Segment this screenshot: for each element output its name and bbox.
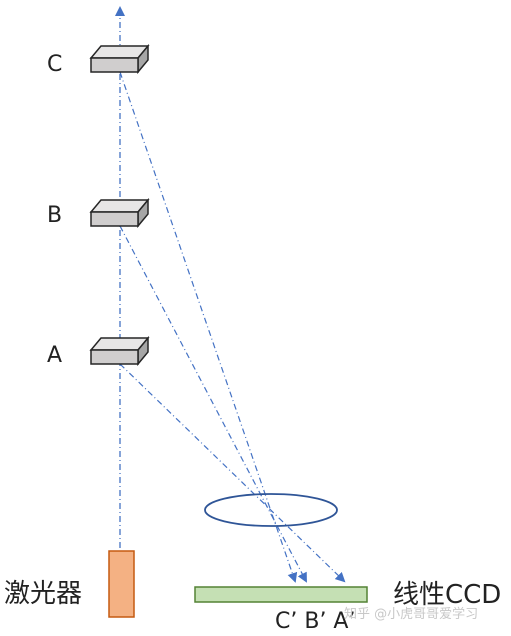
label-target-b: B <box>47 203 62 228</box>
reflected-ray-c <box>119 71 298 583</box>
label-image-points: C’ B’ A’ <box>275 609 355 634</box>
reflected-ray-b <box>119 225 307 583</box>
target-block-a <box>89 335 150 367</box>
lens <box>204 493 338 527</box>
watermark: 知乎 @小虎哥哥爱学习 <box>344 606 478 622</box>
label-target-c: C <box>47 52 62 77</box>
target-block-b <box>89 197 150 229</box>
label-laser: 激光器 <box>4 579 82 609</box>
label-target-a: A <box>47 343 62 368</box>
target-block-c <box>89 43 150 75</box>
label-linear-ccd: 线性CCD <box>393 580 501 610</box>
laser-emitter <box>108 550 135 618</box>
linear-ccd-sensor <box>194 586 368 603</box>
